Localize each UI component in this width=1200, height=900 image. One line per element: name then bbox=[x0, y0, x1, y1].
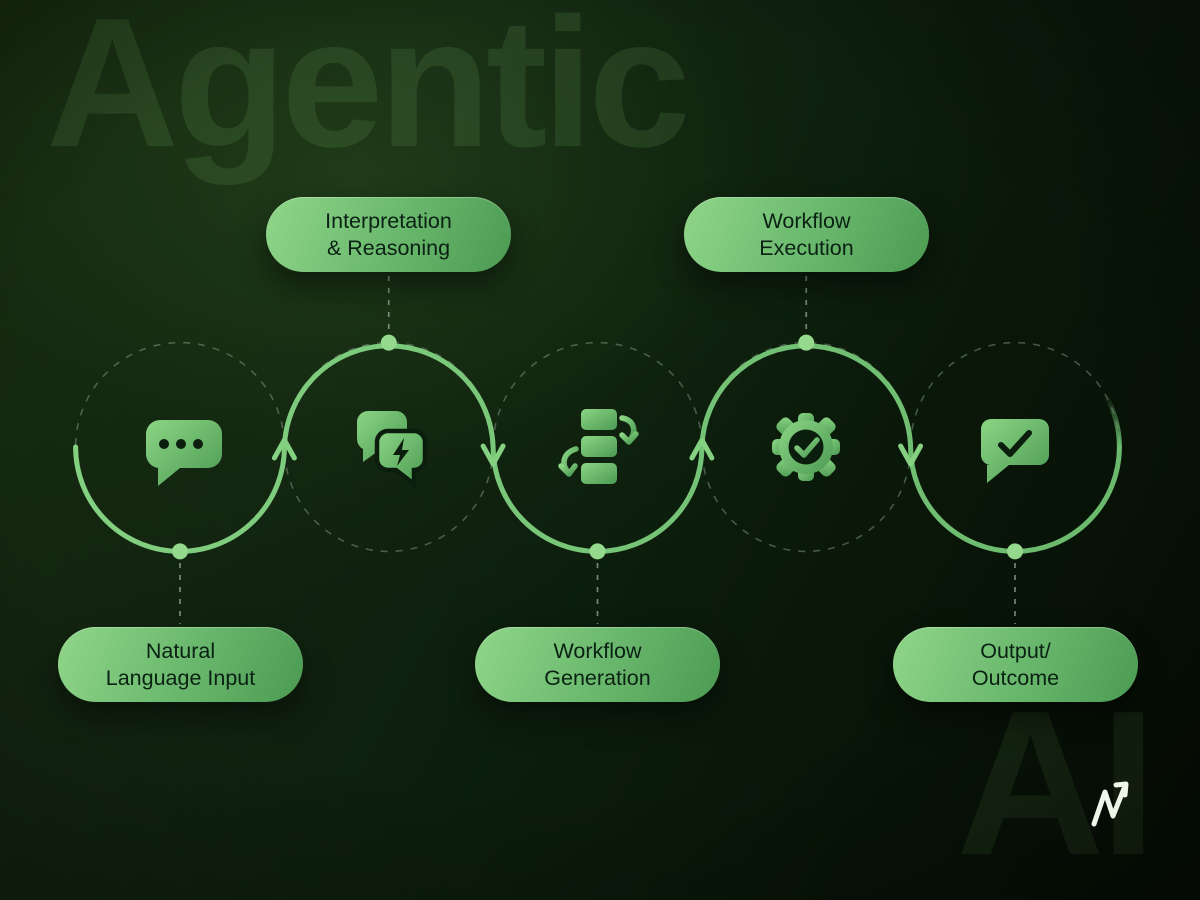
pill-label-line: & Reasoning bbox=[326, 235, 451, 260]
flow-arrow-up-1 bbox=[271, 437, 297, 461]
connector-node-5 bbox=[1007, 543, 1023, 560]
ellipsis-dots bbox=[159, 439, 203, 449]
message-check-icon bbox=[981, 419, 1049, 483]
pill-label-line: Outcome bbox=[971, 665, 1060, 690]
flow-blocks-icon bbox=[558, 409, 639, 484]
chat-ellipsis-icon bbox=[145, 420, 222, 486]
pill-label-line: Language Input bbox=[105, 665, 256, 690]
pill-label-line: Natural bbox=[145, 638, 216, 663]
pill-label-line: Interpretation bbox=[325, 208, 452, 233]
connector-node-1 bbox=[172, 543, 188, 560]
pill-label-line: Generation bbox=[544, 665, 651, 690]
connector-node-4 bbox=[798, 334, 815, 351]
gear-center-hole bbox=[788, 429, 824, 465]
flow-arrow-down-2 bbox=[898, 443, 924, 467]
logo-m-stroke bbox=[1091, 783, 1128, 827]
pill-label-line: Execution bbox=[759, 235, 854, 260]
flow-blocks bbox=[581, 409, 617, 484]
stage-pill-natural-language-input: Natural Language Input bbox=[58, 627, 303, 702]
stage-pill-workflow-generation: Workflow Generation bbox=[475, 627, 720, 702]
chat-lightning-icon bbox=[356, 411, 428, 489]
pill-label-line: Workflow bbox=[762, 208, 851, 233]
gear-checkmark bbox=[794, 437, 820, 458]
cycle-arrow-left-head bbox=[558, 463, 578, 477]
pill-label-line: Output/ bbox=[980, 638, 1051, 663]
lightning-bolt bbox=[393, 438, 409, 466]
stage-pill-interpretation-reasoning: Interpretation & Reasoning bbox=[266, 197, 511, 272]
flow-arrow-up-2 bbox=[689, 437, 715, 461]
pill-label-line: Workflow bbox=[553, 638, 642, 663]
m-arrow-logo bbox=[1091, 781, 1129, 827]
connector-node-3 bbox=[589, 543, 606, 560]
stage-pill-workflow-execution: Workflow Execution bbox=[684, 197, 929, 272]
flow-path-fade-tail bbox=[1103, 393, 1122, 450]
bubble-shape bbox=[145, 420, 222, 486]
logo-arrow-head bbox=[1113, 781, 1129, 798]
stage-pill-output-outcome: Output/ Outcome bbox=[893, 627, 1138, 702]
gear-check-icon bbox=[772, 413, 840, 481]
watermark-agentic: Agentic bbox=[46, 0, 691, 185]
cycle-arrow-right-head bbox=[619, 431, 639, 445]
connector-node-2 bbox=[380, 334, 397, 351]
flow-arrow-down-1 bbox=[480, 443, 506, 467]
message-checkmark bbox=[998, 430, 1032, 457]
